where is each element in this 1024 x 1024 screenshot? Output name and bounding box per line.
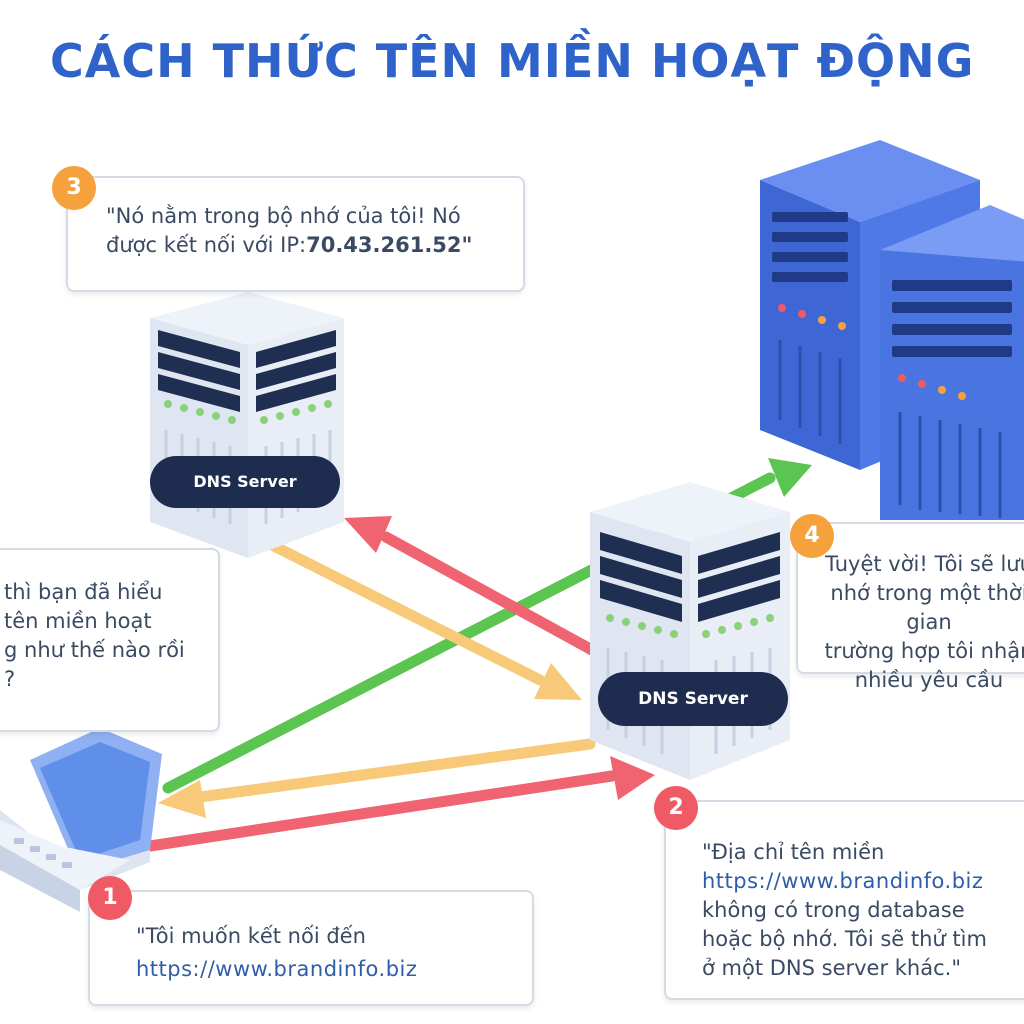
step-4-line-4: nhiều yêu cầu	[854, 668, 1004, 692]
speech-bubble-step-1: "Tôi muốn kết nối đến https://www.brandi…	[88, 890, 534, 1006]
left-note-line-3: g như thế nào rồi	[4, 638, 185, 662]
dns-server-middle-icon	[590, 482, 790, 780]
arrow-yellow-dns-to-dns	[264, 538, 582, 700]
step-4-line-3: trường hợp tôi nhận	[824, 639, 1024, 663]
arrow-red-dns-to-dns	[344, 516, 598, 656]
step-4-line-1: Tuyệt vời! Tôi sẽ lưu	[825, 552, 1024, 576]
step-3-ip-value: 70.43.261.52"	[306, 233, 473, 257]
speech-bubble-step-2: "Địa chỉ tên miền https://www.brandinfo.…	[664, 800, 1024, 1000]
step-2-line-5: ở một DNS server khác."	[702, 956, 961, 980]
step-3-line-1: "Nó nằm trong bộ nhớ của tôi! Nó	[106, 204, 461, 228]
left-note-line-2: tên miền hoạt	[4, 609, 152, 633]
step-2-badge: 2	[654, 786, 698, 830]
speech-bubble-left-note: thì bạn đã hiểu tên miền hoạt g như thế …	[0, 548, 220, 732]
dns-server-top-icon	[150, 292, 344, 558]
diagram-title: CÁCH THỨC TÊN MIỀN HOẠT ĐỘNG	[50, 34, 975, 88]
dns-server-middle-label: DNS Server	[598, 672, 788, 726]
left-note-line-1: thì bạn đã hiểu	[4, 580, 163, 604]
dns-server-top-label: DNS Server	[150, 456, 340, 508]
step-3-ip-prefix: được kết nối với IP:	[106, 233, 307, 257]
step-4-badge: 4	[790, 514, 834, 558]
step-2-line-4: hoặc bộ nhớ. Tôi sẽ thử tìm	[702, 927, 987, 951]
step-2-line-3: không có trong database	[702, 898, 965, 922]
left-note-line-4: ?	[4, 667, 16, 691]
step-1-url: https://www.brandinfo.biz	[136, 957, 418, 981]
step-1-badge: 1	[88, 876, 132, 920]
step-1-line-1: "Tôi muốn kết nối đến	[136, 924, 366, 948]
laptop-icon	[0, 728, 162, 912]
step-3-badge: 3	[52, 166, 96, 210]
step-4-line-2: nhớ trong một thời gian	[830, 581, 1024, 634]
web-server-rack-icon	[760, 140, 1024, 520]
step-2-line-1: "Địa chỉ tên miền	[702, 840, 885, 864]
arrow-red-laptop-to-dns	[144, 756, 655, 852]
speech-bubble-step-4: Tuyệt vời! Tôi sẽ lưu nhớ trong một thời…	[796, 522, 1024, 692]
step-3-line-2: được kết nối với IP:70.43.261.52"	[106, 231, 526, 260]
arrow-yellow-dns-to-laptop	[158, 738, 596, 818]
speech-bubble-step-3: "Nó nằm trong bộ nhớ của tôi! Nó được kế…	[66, 176, 525, 292]
step-2-url: https://www.brandinfo.biz	[702, 869, 984, 893]
